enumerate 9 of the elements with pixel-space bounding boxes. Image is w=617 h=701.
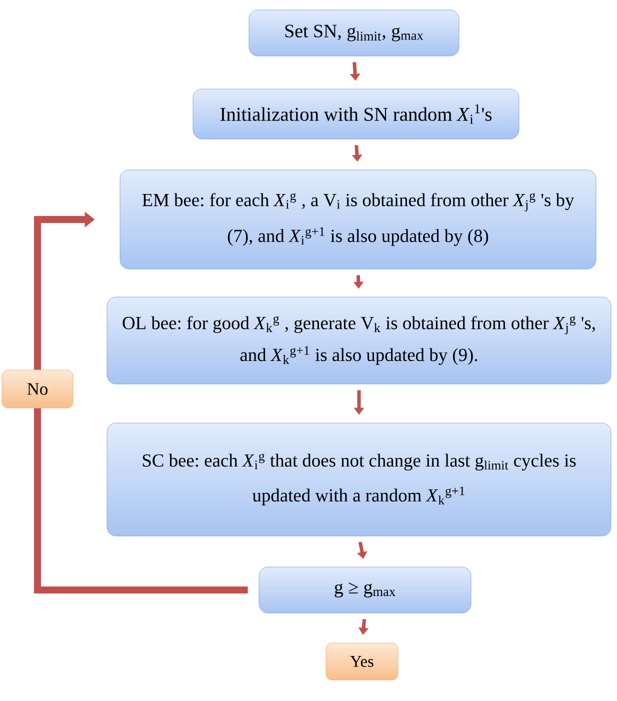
process-box: OL bee: for good X$_{k}$$^{g}$ , generate V$_{k}$ is obtained from other X$_{j}$$^{g}$ 's, and X$_{k}$$^{g+1}$ is also updated by (9). — [106, 296, 612, 384]
process-box: Set SN, g$_{limit}$, g$_{max}$ — [248, 10, 460, 56]
process-box: SC bee: each X$_{i}$$^{g}$ that does not change in last g$_{limit}$ cycles is updated with a random X$_{k}$g+1 — [106, 422, 612, 536]
branch-label-box: No — [2, 370, 74, 408]
process-box: EM bee: for each X$_{i}$$^{g}$ , a V$_{i}$ is obtained from other X$_{j}$$^{g}$ 's by (7), and X$_{i}$$^{g+1}$ is also updated by (8) — [120, 170, 596, 270]
terminal-box: Yes — [326, 642, 398, 680]
condition-box: g ≥ g$_{max}$ — [258, 566, 472, 614]
process-box: Initialization with SN random X$_{i}$$^{1}$'s — [192, 88, 520, 140]
connector-line — [34, 408, 248, 594]
